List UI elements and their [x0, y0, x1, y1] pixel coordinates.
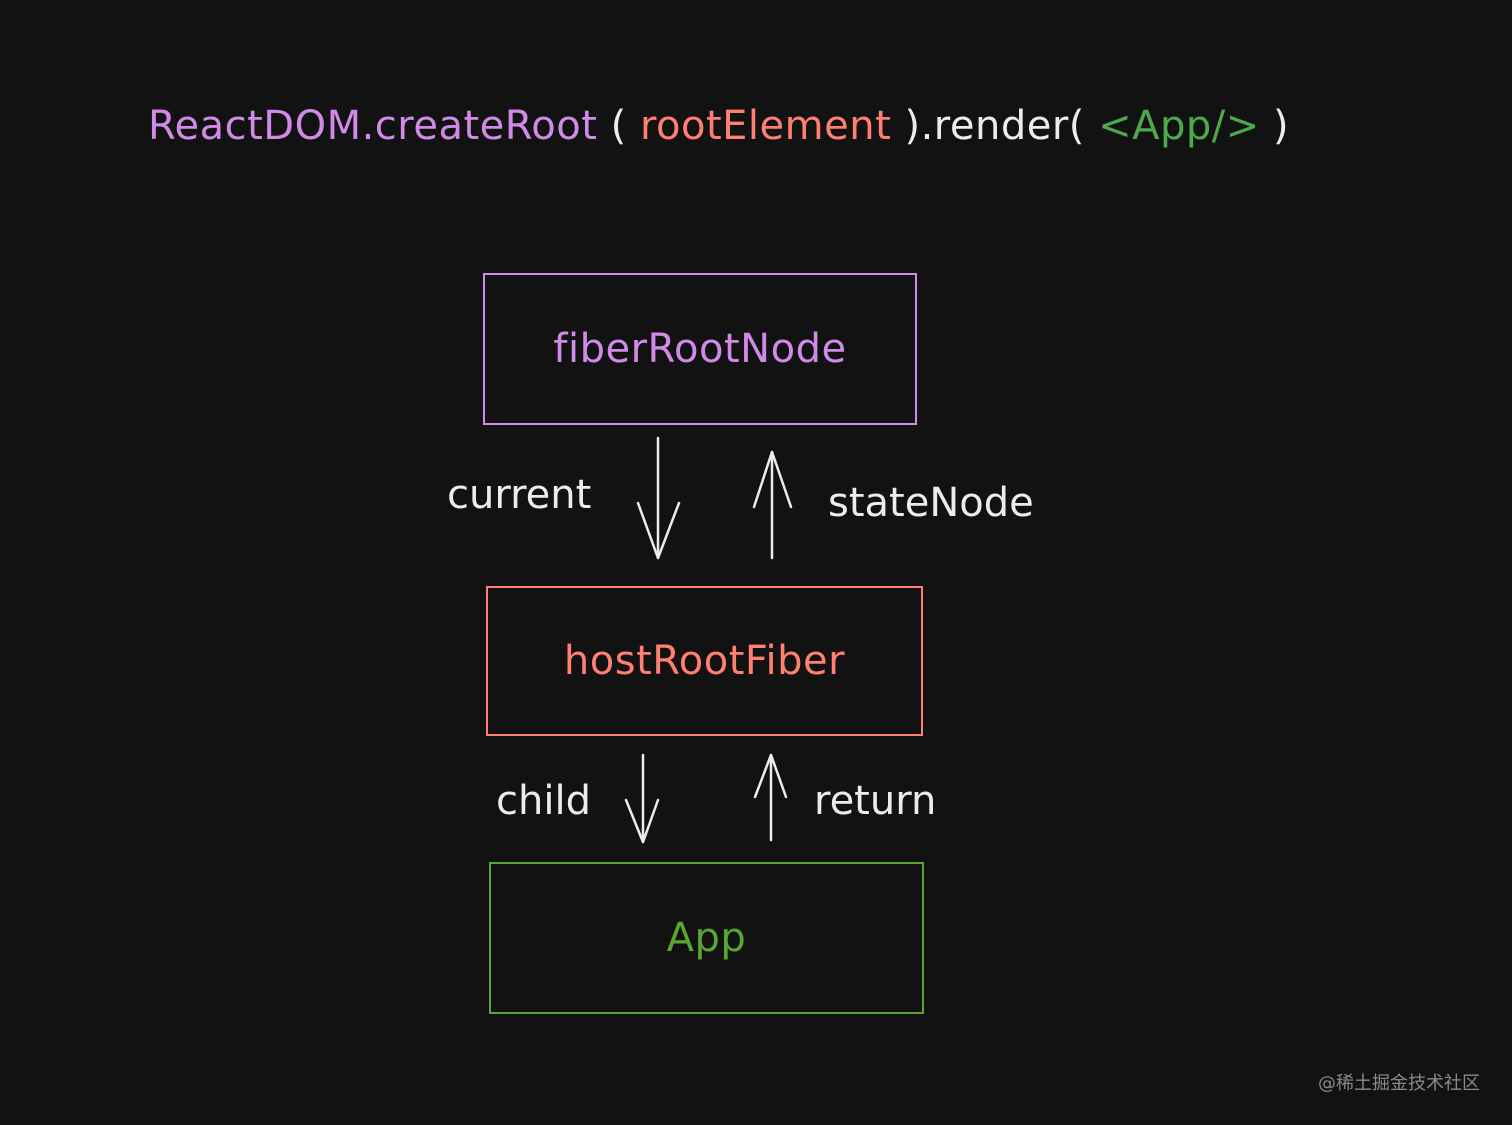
- app-label: App: [666, 915, 747, 961]
- fiber-root-node-box: fiberRootNode: [483, 273, 917, 425]
- code-root-element: rootElement: [639, 103, 892, 149]
- code-render-call: ).render(: [891, 103, 1099, 149]
- code-reactdom-createroot: ReactDOM.createRoot: [148, 103, 598, 149]
- arrow-down-child: [624, 753, 660, 844]
- code-close-paren: ): [1259, 103, 1290, 149]
- code-app-element: <App/>: [1098, 103, 1260, 149]
- edge-label-state-node: stateNode: [828, 480, 1034, 526]
- edge-label-return: return: [814, 778, 937, 824]
- code-expression: ReactDOM.createRoot ( rootElement ).rend…: [148, 103, 1289, 149]
- code-open-paren: (: [597, 103, 640, 149]
- host-root-fiber-label: hostRootFiber: [563, 638, 846, 684]
- arrow-down-current: [636, 436, 681, 560]
- edge-label-current: current: [447, 472, 592, 518]
- fiber-root-node-label: fiberRootNode: [553, 326, 847, 372]
- arrow-up-state-node: [752, 450, 793, 560]
- arrow-up-return: [753, 753, 788, 842]
- watermark: @稀土掘金技术社区: [1318, 1073, 1480, 1094]
- edge-label-child: child: [496, 778, 591, 824]
- app-box: App: [489, 862, 924, 1014]
- host-root-fiber-box: hostRootFiber: [486, 586, 923, 736]
